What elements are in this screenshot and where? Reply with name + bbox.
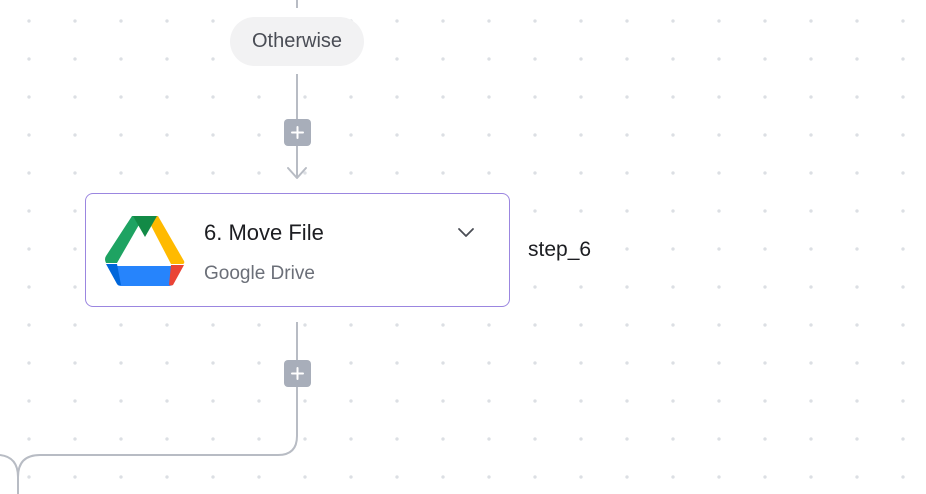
- add-step-button-above[interactable]: [284, 119, 311, 146]
- step-title: 6. Move File: [204, 220, 324, 245]
- connector-line-step-to-merge: [17, 322, 298, 494]
- step-id-label: step_6: [528, 238, 592, 261]
- step-card-move-file[interactable]: 6. Move File Google Drive: [85, 193, 510, 307]
- google-drive-icon: [105, 216, 185, 286]
- expand-step-button[interactable]: [454, 222, 478, 242]
- arrow-down-icon: [287, 167, 307, 179]
- chevron-down-icon: [458, 227, 474, 237]
- connector-line-left-branch: [0, 454, 19, 478]
- plus-icon: [291, 367, 304, 380]
- step-app-name: Google Drive: [204, 263, 315, 284]
- add-step-button-below[interactable]: [284, 360, 311, 387]
- branch-label: Otherwise: [251, 30, 343, 52]
- branch-label-pill[interactable]: Otherwise: [230, 17, 364, 66]
- plus-icon: [291, 126, 304, 139]
